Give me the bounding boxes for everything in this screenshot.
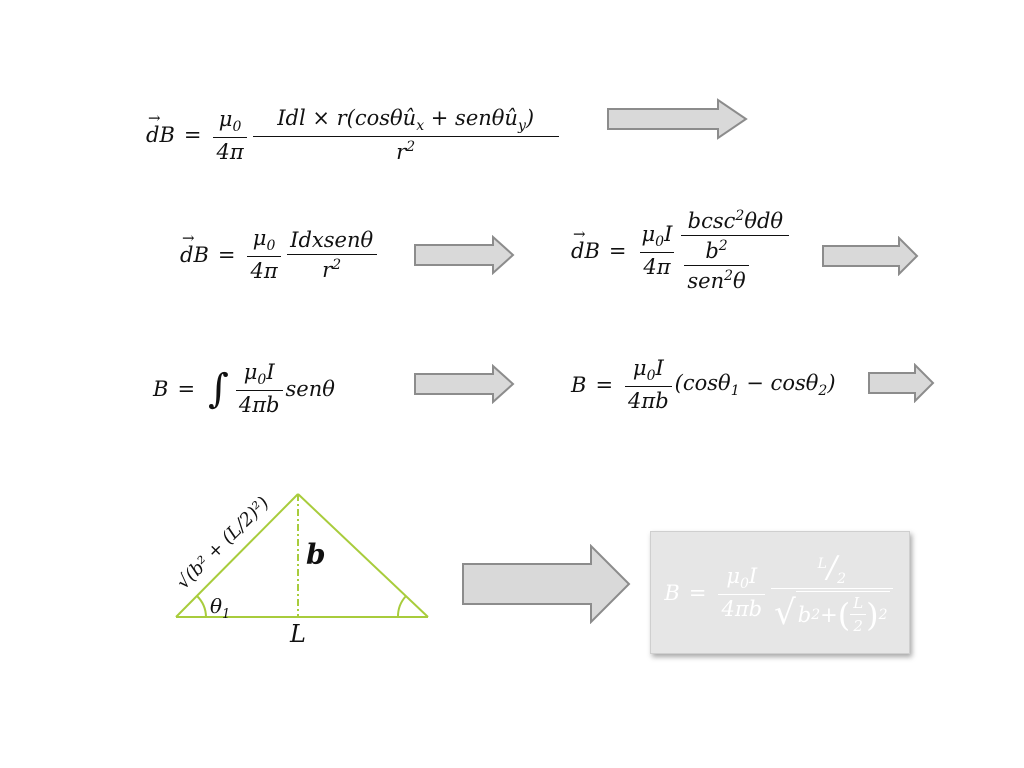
equation-cos-difference: B = μ0I 4πb (cosθ1 − cosθ2) — [571, 356, 836, 414]
idxsen-over-r2: Idxsenθ r2 — [286, 228, 377, 282]
arrow-right-icon — [414, 364, 515, 404]
integral-sign: ∫ — [208, 365, 229, 412]
db-vector: dB — [146, 109, 175, 147]
db-vector: dB — [571, 225, 600, 263]
mu-over-4pi: μ0 4π — [213, 107, 247, 164]
equation-biot-savart: dB = μ0 4π Idl × r(cosθûx + senθûy) r2 — [146, 106, 562, 164]
b-label: b — [306, 538, 326, 571]
mu-over-4pi: μ0 4π — [247, 226, 281, 283]
mu-i-over-4pi: μ0I 4π — [640, 221, 674, 280]
arrow-right-icon — [414, 235, 515, 275]
l-label: L — [289, 620, 306, 648]
arrow-right-icon — [822, 236, 919, 276]
equation-integral: B = ∫ μ0I 4πb senθ — [153, 360, 335, 418]
arrow-right-icon — [462, 544, 631, 624]
hypotenuse-label: √(b² + (L/2)²) — [173, 493, 274, 594]
triangle-diagram: θ1 b L √(b² + (L/2)²) — [173, 493, 429, 648]
mu-i-over-4pib: μ0I 4πb — [235, 360, 283, 417]
angle-arc-left — [196, 595, 207, 618]
equation-db-csc: dB = μ0I 4π bcsc2θdθ b2 sen2θ — [571, 208, 792, 293]
csc-fraction: bcsc2θdθ b2 sen2θ — [681, 208, 790, 293]
arrow-right-icon — [868, 363, 935, 403]
db-vector: dB — [180, 229, 209, 267]
triangle-left-side — [175, 493, 299, 618]
equation-db-sen: dB = μ0 4π Idxsenθ r2 — [180, 226, 380, 283]
mu-i-over-4pib: μ0I 4πb — [718, 564, 766, 621]
mu-i-over-4pib: μ0I 4πb — [625, 356, 672, 413]
main-fraction: Idl × r(cosθûx + senθûy) r2 — [252, 106, 559, 164]
theta1-label: θ1 — [210, 594, 230, 622]
arrow-right-icon — [607, 98, 748, 140]
angle-arc-right — [396, 595, 407, 618]
